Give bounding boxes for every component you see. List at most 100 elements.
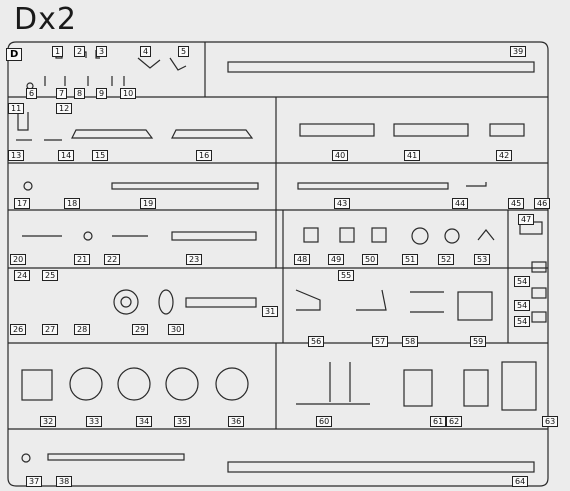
part-label: 48 [294, 254, 311, 265]
part-62 [463, 369, 489, 407]
part-label: 12 [56, 103, 73, 114]
part-label: 56 [308, 336, 325, 347]
part-label: 16 [196, 150, 213, 161]
part-54c [531, 311, 547, 323]
part-label: 50 [362, 254, 379, 265]
part-label: 52 [438, 254, 455, 265]
part-label: 39 [510, 46, 527, 57]
part-label: 61 [430, 416, 447, 427]
part-label: 23 [186, 254, 203, 265]
part-label: 59 [470, 336, 487, 347]
sprue-letter-badge: D [6, 48, 23, 61]
part-44 [466, 182, 487, 187]
part-11 [17, 112, 29, 131]
part-54b [531, 287, 547, 299]
part-label: 55 [338, 270, 355, 281]
part-60 [296, 362, 370, 405]
part-39-bar [227, 61, 535, 73]
part-label: 42 [496, 150, 513, 161]
part-label: 31 [262, 306, 279, 317]
part-label: 29 [132, 324, 149, 335]
part-48 [303, 227, 319, 243]
part-51 [411, 227, 429, 245]
part-56 [295, 289, 321, 311]
part-label: 3 [96, 46, 108, 57]
part-label: 41 [404, 150, 421, 161]
part-label: 45 [508, 198, 525, 209]
part-label: 28 [74, 324, 91, 335]
part-label: 13 [8, 150, 25, 161]
part-61 [403, 369, 433, 407]
part-label: 1 [52, 46, 64, 57]
part-label: 38 [56, 476, 73, 487]
part-63 [501, 361, 537, 411]
part-label: 53 [474, 254, 491, 265]
part-label: 20 [10, 254, 27, 265]
part-label: 27 [42, 324, 59, 335]
part-32 [21, 369, 53, 401]
part-7-10 [44, 76, 125, 86]
part-35 [165, 367, 199, 401]
part-label: 18 [64, 198, 81, 209]
part-label: 44 [452, 198, 469, 209]
part-34 [117, 367, 151, 401]
part-31 [185, 297, 257, 308]
part-label: 32 [40, 416, 57, 427]
part-label: 6 [26, 88, 38, 99]
part-33 [69, 367, 103, 401]
sprue-outer-frame [7, 41, 549, 487]
part-19-bar [111, 182, 259, 190]
part-label: 54 [514, 316, 531, 327]
part-58 [410, 291, 444, 313]
part-label: 2 [74, 46, 86, 57]
part-57 [356, 289, 387, 311]
part-16 [171, 129, 254, 139]
part-label: 11 [8, 103, 25, 114]
part-label: 9 [96, 88, 108, 99]
part-label: 47 [518, 214, 535, 225]
part-49 [339, 227, 355, 243]
part-label: 63 [542, 416, 559, 427]
part-label: 62 [446, 416, 463, 427]
part-43-bar [297, 182, 449, 190]
part-label: 57 [372, 336, 389, 347]
part-label: 21 [74, 254, 91, 265]
part-37 [21, 453, 31, 463]
part-label: 34 [136, 416, 153, 427]
part-15 [71, 129, 154, 139]
part-label: 19 [140, 198, 157, 209]
part-label: 36 [228, 416, 245, 427]
part-label: 54 [514, 300, 531, 311]
part-64-bar [227, 461, 535, 473]
part-30 [158, 289, 174, 315]
part-label: 4 [140, 46, 152, 57]
part-36 [215, 367, 249, 401]
part-label: 14 [58, 150, 75, 161]
part-29-inner [120, 296, 132, 308]
part-label: 17 [14, 198, 31, 209]
part-label: 24 [14, 270, 31, 281]
part-21 [83, 231, 93, 241]
part-label: 22 [104, 254, 121, 265]
part-label: 8 [74, 88, 86, 99]
part-label: 5 [178, 46, 190, 57]
part-label: 43 [334, 198, 351, 209]
part-41 [393, 123, 469, 137]
part-label: 25 [42, 270, 59, 281]
part-label: 40 [332, 150, 349, 161]
part-52 [444, 228, 460, 244]
part-label: 64 [512, 476, 529, 487]
part-38-bar [47, 453, 185, 461]
part-label: 33 [86, 416, 103, 427]
part-label: 49 [328, 254, 345, 265]
part-label: 54 [514, 276, 531, 287]
part-29-wheel [113, 289, 139, 315]
part-40 [299, 123, 375, 137]
part-4 [137, 57, 161, 69]
part-54a [531, 261, 547, 273]
part-label: 7 [56, 88, 68, 99]
sheet-title: Dx2 [14, 2, 77, 37]
part-label: 37 [26, 476, 43, 487]
part-label: 26 [10, 324, 27, 335]
